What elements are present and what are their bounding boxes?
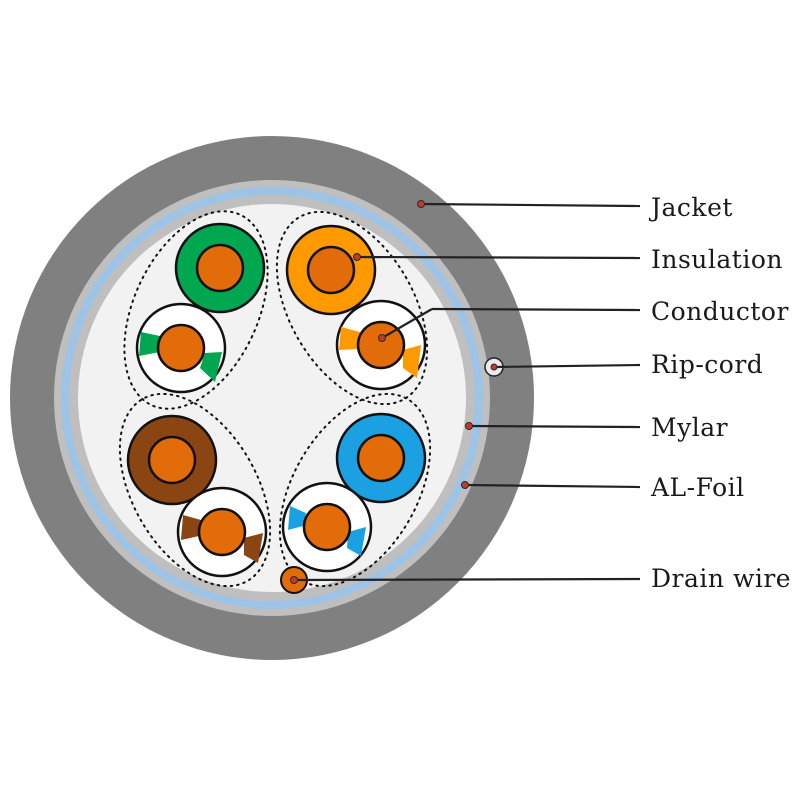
conductor-blue-white — [302, 502, 352, 552]
stripe-blue-1 — [288, 506, 306, 530]
dot-rip-cord — [490, 363, 498, 371]
label-al-foil: AL-Foil — [650, 473, 745, 502]
leader-al-foil — [464, 483, 641, 489]
dot-al-foil — [461, 481, 469, 489]
stripe-green-1 — [139, 332, 160, 356]
pair-green — [135, 222, 266, 394]
leader-dots — [290, 200, 498, 584]
stripe-brown-1 — [181, 515, 201, 540]
label-conductor: Conductor — [651, 297, 789, 326]
stripe-blue-2 — [347, 527, 366, 556]
dot-insulation — [353, 253, 361, 261]
conductor-blue — [356, 433, 406, 483]
label-insulation: Insulation — [651, 245, 783, 274]
pair-outline-blue — [278, 392, 432, 588]
conductor-orange-white — [356, 320, 406, 370]
leader-conductor-2 — [431, 307, 641, 312]
dot-jacket — [417, 200, 425, 208]
leader-mylar — [468, 424, 641, 429]
label-rip-cord: Rip-cord — [651, 350, 763, 379]
stripe-orange-2 — [403, 345, 421, 378]
conductor-brown — [147, 435, 197, 485]
leader-drain-wire — [293, 577, 641, 582]
dot-drain-wire — [290, 576, 298, 584]
pair-orange — [285, 224, 427, 391]
label-jacket: Jacket — [648, 193, 733, 222]
dot-mylar — [465, 422, 473, 430]
pair-blue — [281, 412, 427, 573]
pair-outline-green — [123, 210, 269, 410]
conductor-green-white — [156, 323, 206, 373]
pair-outline-orange — [275, 210, 429, 406]
dot-conductor — [378, 334, 386, 342]
stripe-brown-2 — [244, 533, 263, 563]
pair-outline-brown — [118, 392, 272, 588]
stripe-green-2 — [200, 352, 222, 382]
stripe-orange-1 — [339, 327, 360, 350]
label-drain-wire: Drain wire — [651, 564, 791, 593]
leader-insulation — [356, 255, 641, 260]
pair-outlines — [118, 210, 432, 588]
conductor-green — [195, 243, 245, 293]
conductor-brown-white — [197, 507, 247, 557]
leader-rip-cord — [493, 363, 641, 369]
leader-jacket — [420, 202, 641, 208]
pair-brown — [126, 414, 268, 578]
leader-lines — [293, 202, 641, 582]
leader-conductor — [381, 308, 433, 339]
conductor-orange — [306, 245, 356, 295]
label-mylar: Mylar — [651, 413, 728, 442]
labels: Jacket Insulation Conductor Rip-cord Myl… — [648, 193, 791, 593]
